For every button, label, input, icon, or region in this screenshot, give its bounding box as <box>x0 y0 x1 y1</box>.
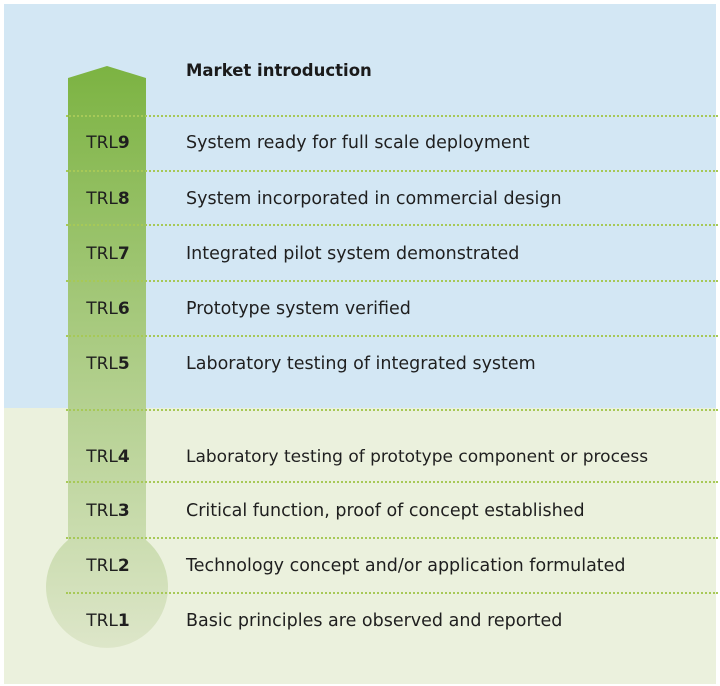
trl-1-code: TRL1 <box>86 611 130 631</box>
trl-3-code: TRL3 <box>86 501 130 521</box>
trl-5-description: Laboratory testing of integrated system <box>186 354 536 374</box>
level-divider <box>66 280 718 282</box>
trl-3-description: Critical function, proof of concept esta… <box>186 501 585 521</box>
trl-6-code: TRL6 <box>86 299 130 319</box>
trl-5-code: TRL5 <box>86 354 130 374</box>
trl-8-description: System incorporated in commercial design <box>186 189 562 209</box>
level-divider <box>66 335 718 337</box>
trl-1-description: Basic principles are observed and report… <box>186 611 563 631</box>
trl-7-code: TRL7 <box>86 244 130 264</box>
level-divider <box>66 537 718 539</box>
trl-9-description: System ready for full scale deployment <box>186 133 530 153</box>
level-divider <box>66 481 718 483</box>
level-divider <box>66 592 718 594</box>
trl-2-code: TRL2 <box>86 556 130 576</box>
level-divider <box>66 224 718 226</box>
level-divider <box>66 409 718 411</box>
trl-8-code: TRL8 <box>86 189 130 209</box>
trl-6-description: Prototype system verified <box>186 299 411 319</box>
level-divider <box>66 115 718 117</box>
level-divider <box>66 170 718 172</box>
trl-7-description: Integrated pilot system demonstrated <box>186 244 520 264</box>
market-introduction-heading: Market introduction <box>186 61 372 80</box>
trl-4-description: Laboratory testing of prototype componen… <box>186 447 649 467</box>
trl-9-code: TRL9 <box>86 133 130 153</box>
trl-2-description: Technology concept and/or application fo… <box>186 556 626 576</box>
trl-4-code: TRL4 <box>86 447 130 467</box>
